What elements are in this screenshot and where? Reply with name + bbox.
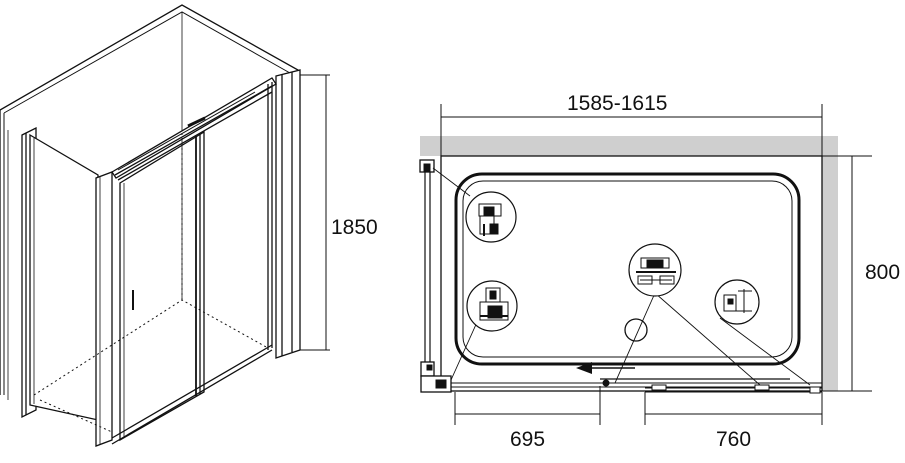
plan-wall-profile-left	[419, 159, 452, 393]
wall-top	[420, 136, 838, 156]
shower-tray-outline	[440, 155, 823, 392]
wall-profile-detail-icon	[465, 191, 517, 243]
isometric-front-frame	[95, 77, 277, 447]
height-dimension-line	[300, 74, 330, 351]
isometric-top-bar	[117, 91, 256, 171]
isometric-wall-profile-right	[275, 69, 301, 359]
isometric-sliding-door	[119, 130, 205, 442]
isometric-tray-outline	[33, 130, 269, 433]
width-label: 1585-1615	[567, 92, 667, 115]
panel-clamp-detail-icon	[466, 280, 518, 332]
fixed-panel-label: 695	[510, 428, 545, 451]
bottom-dimension-lines	[454, 386, 823, 425]
isometric-side-panel	[29, 133, 99, 421]
width-dimension-line	[440, 104, 823, 160]
depth-dimension-line	[818, 155, 872, 392]
plan-front-rail	[451, 378, 822, 394]
drain-circle-icon	[624, 318, 648, 342]
height-label: 1850	[331, 216, 378, 239]
handle-detail-icon	[714, 279, 760, 325]
shower-tray-basin	[454, 172, 801, 366]
roller-detail-icon	[628, 243, 682, 297]
depth-label: 800	[865, 261, 900, 284]
plan-view	[419, 104, 872, 425]
slide-direction-arrow-icon	[576, 362, 635, 374]
isometric-view	[0, 4, 330, 447]
sliding-door-label: 760	[716, 428, 751, 451]
wall-right	[822, 156, 838, 391]
